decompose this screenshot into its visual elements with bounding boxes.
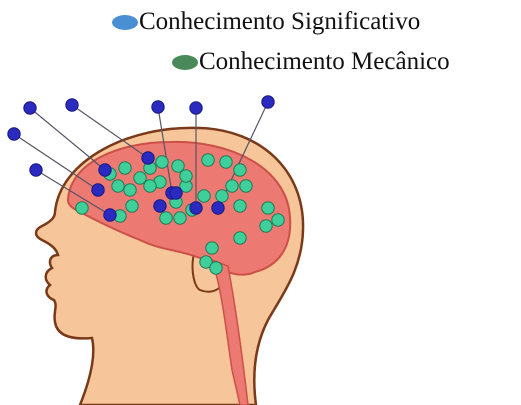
mechanical-knowledge-node xyxy=(260,220,272,232)
legend-label-mechanical: Conhecimento Mecânico xyxy=(199,47,450,77)
mechanical-knowledge-node xyxy=(234,200,246,212)
meaningful-knowledge-node xyxy=(104,209,116,221)
meaningful-knowledge-node xyxy=(262,96,274,108)
meaningful-knowledge-node xyxy=(142,152,154,164)
mechanical-knowledge-node xyxy=(234,232,246,244)
mechanical-knowledge-node xyxy=(206,242,218,254)
legend-item-meaningful: Conhecimento Significativo xyxy=(112,7,420,37)
meaningful-knowledge-node xyxy=(24,102,36,114)
mechanical-knowledge-node xyxy=(234,164,246,176)
meaningful-knowledge-node xyxy=(212,202,224,214)
mechanical-knowledge-node xyxy=(156,156,168,168)
mechanical-knowledge-node xyxy=(262,202,274,214)
mechanical-knowledge-node xyxy=(210,262,222,274)
meaningful-knowledge-node xyxy=(152,101,164,113)
electrode-wire xyxy=(30,108,105,170)
meaningful-knowledge-node xyxy=(154,200,166,212)
mechanical-knowledge-node xyxy=(119,162,131,174)
mechanical-knowledge-node xyxy=(216,190,228,202)
head-brain-illustration xyxy=(0,90,521,405)
mechanical-knowledge-node xyxy=(124,184,136,196)
legend-label-meaningful: Conhecimento Significativo xyxy=(139,7,420,37)
meaningful-knowledge-node xyxy=(170,187,182,199)
mechanical-knowledge-node xyxy=(76,202,88,214)
blue-dot-icon xyxy=(112,15,138,30)
mechanical-knowledge-node xyxy=(160,212,172,224)
legend-item-mechanical: Conhecimento Mecânico xyxy=(172,47,450,77)
mechanical-knowledge-node xyxy=(144,180,156,192)
green-dot-icon xyxy=(172,55,198,70)
meaningful-knowledge-node xyxy=(66,99,78,111)
mechanical-knowledge-node xyxy=(202,154,214,166)
mechanical-knowledge-node xyxy=(134,172,146,184)
mechanical-knowledge-node xyxy=(226,180,238,192)
mechanical-knowledge-node xyxy=(126,200,138,212)
meaningful-knowledge-node xyxy=(8,128,20,140)
mechanical-knowledge-node xyxy=(198,190,210,202)
mechanical-knowledge-node xyxy=(112,180,124,192)
mechanical-knowledge-node xyxy=(174,212,186,224)
meaningful-knowledge-node xyxy=(99,164,111,176)
mechanical-knowledge-node xyxy=(172,160,184,172)
meaningful-knowledge-node xyxy=(190,202,202,214)
meaningful-knowledge-node xyxy=(190,102,202,114)
mechanical-knowledge-node xyxy=(240,180,252,192)
mechanical-knowledge-node xyxy=(180,170,192,182)
mechanical-knowledge-node xyxy=(220,156,232,168)
mechanical-knowledge-node xyxy=(272,214,284,226)
meaningful-knowledge-node xyxy=(30,164,42,176)
meaningful-knowledge-node xyxy=(92,184,104,196)
